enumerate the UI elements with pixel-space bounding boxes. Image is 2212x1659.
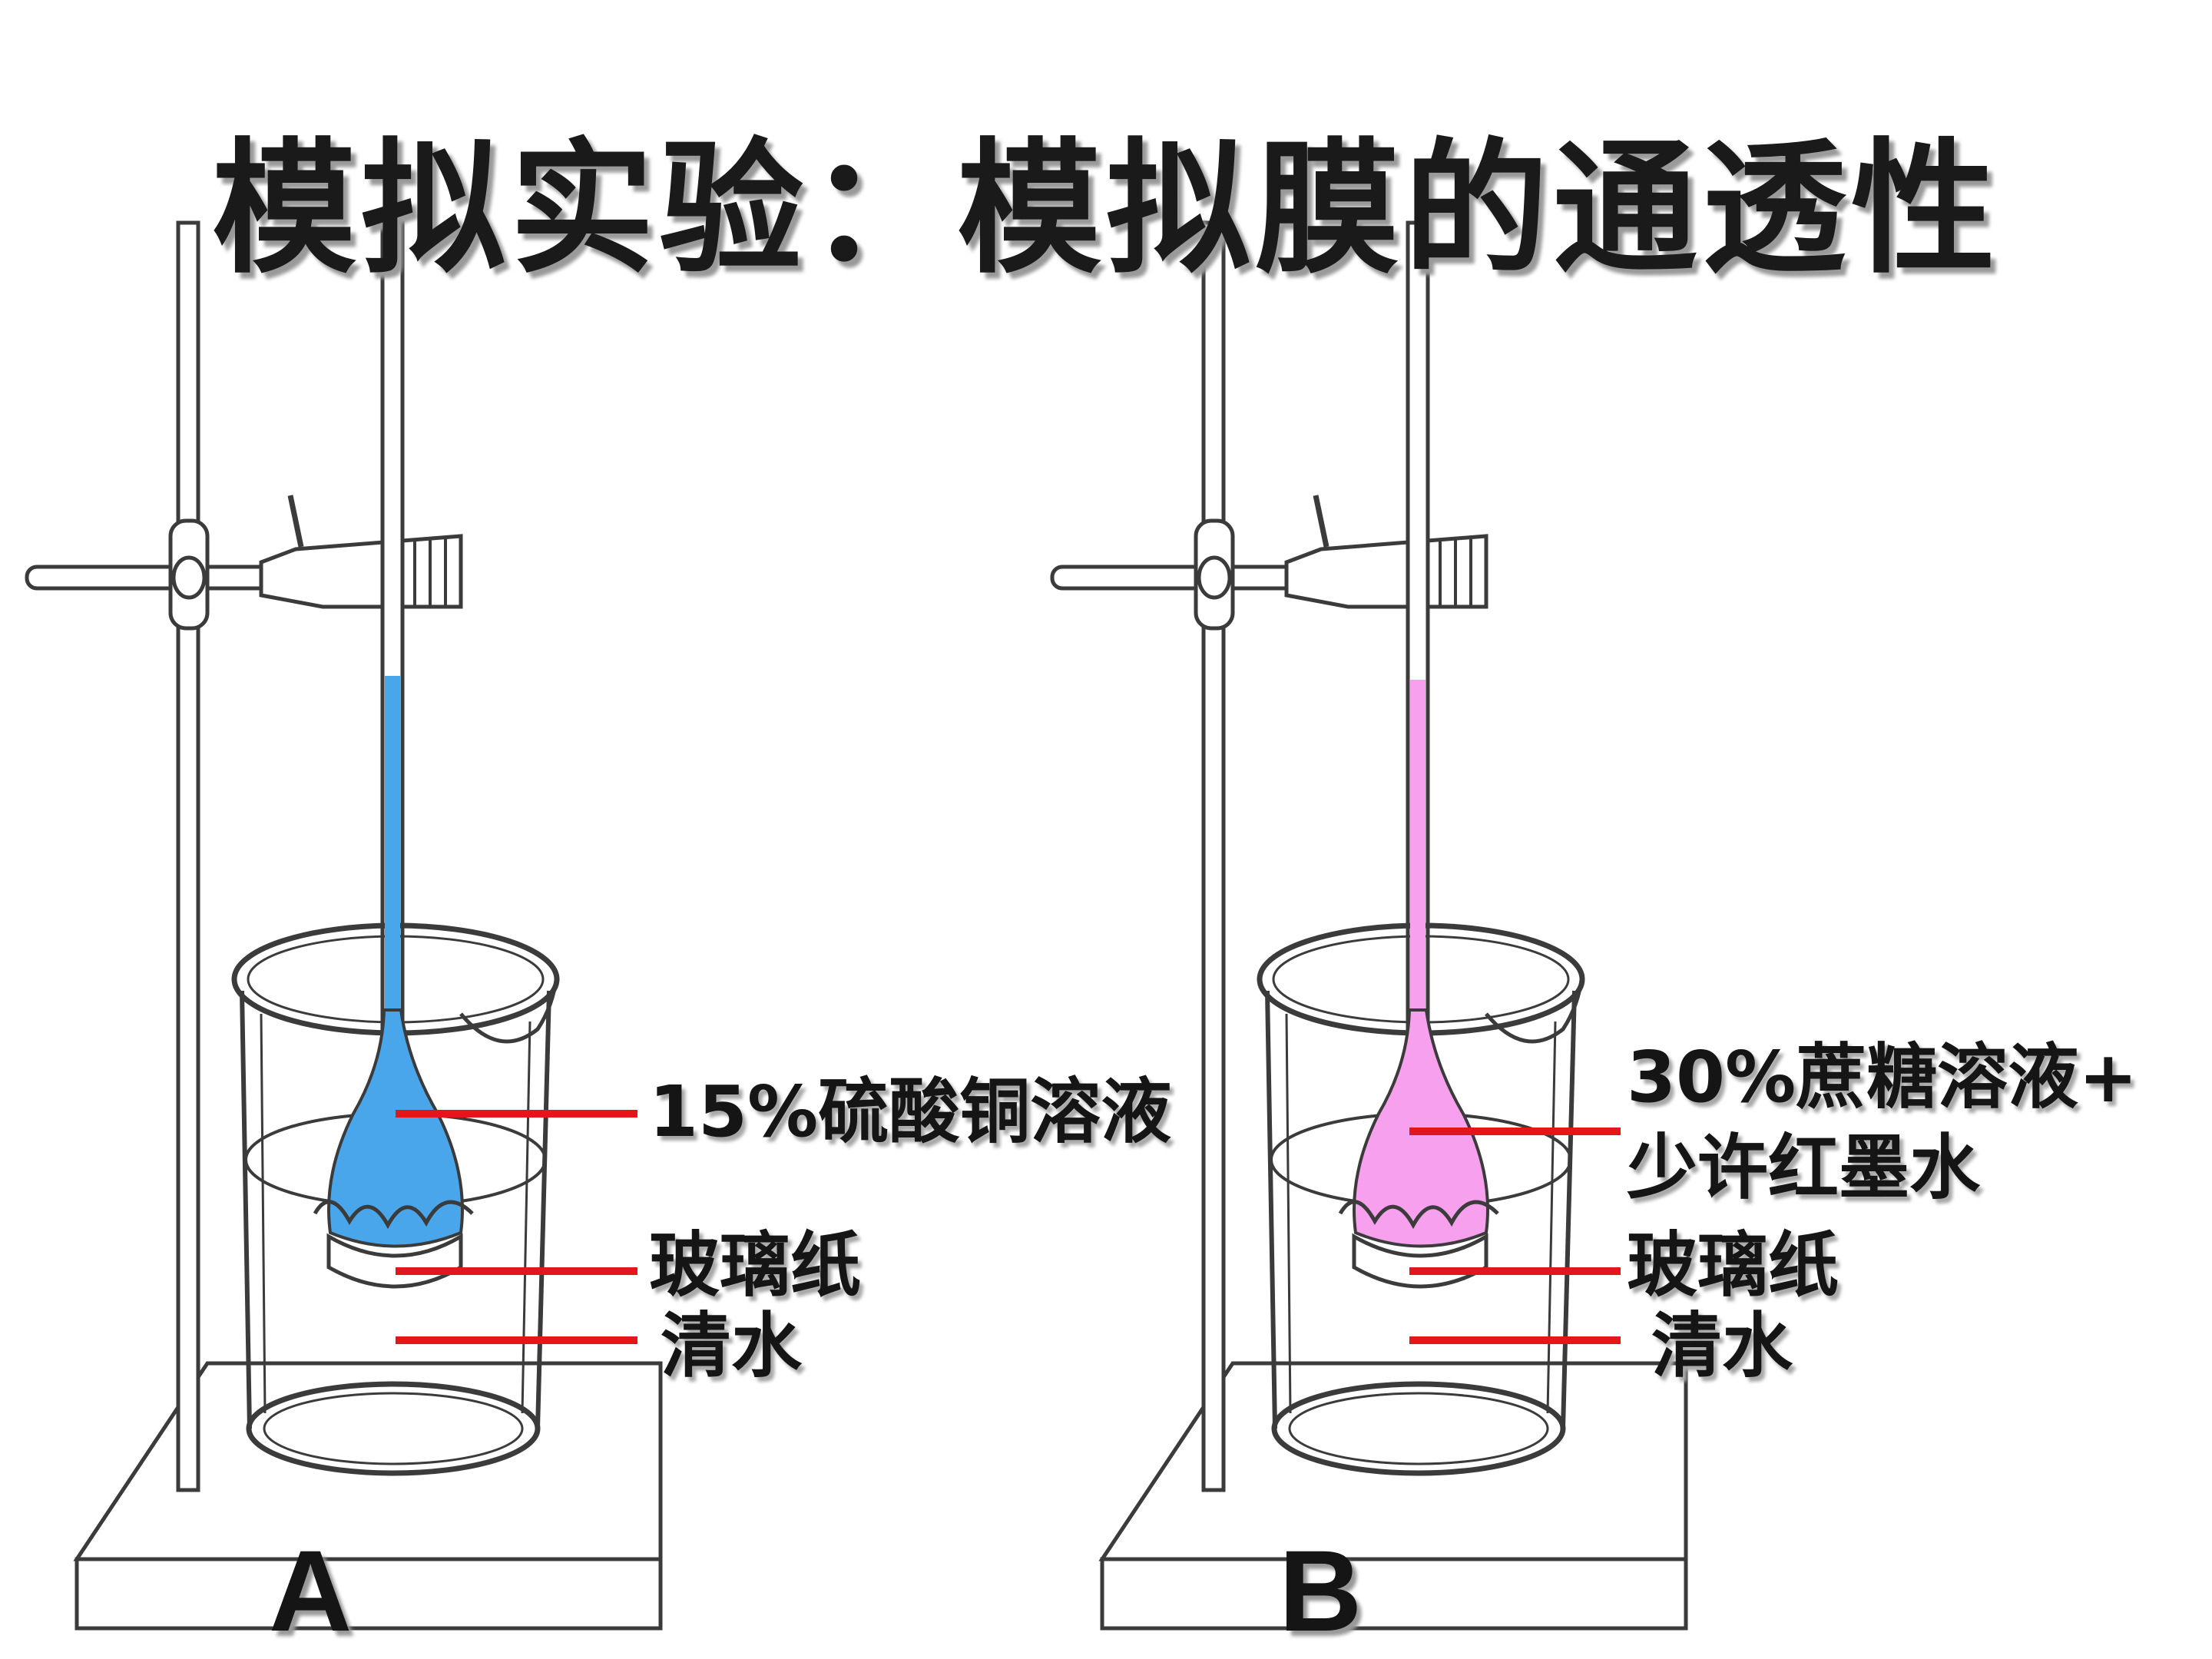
label-b-solution-line2: 少许红墨水 — [1627, 1128, 1980, 1209]
setup-b-letter: B — [1279, 1525, 1362, 1657]
page-title: 模拟实验：模拟膜的通透性 — [0, 92, 2212, 301]
label-b-solution-line1: 30%蔗糖溶液+ — [1627, 1037, 2137, 1118]
label-a-solution: 15%硫酸铜溶液 — [649, 1071, 1171, 1153]
label-b-water: 清水 — [1651, 1306, 1793, 1387]
setup-b-apparatus — [1052, 223, 1686, 1628]
setup-a-letter: A — [269, 1525, 352, 1657]
label-b-membrane: 玻璃纸 — [1627, 1225, 1839, 1306]
label-a-membrane: 玻璃纸 — [649, 1225, 861, 1306]
label-a-water: 清水 — [661, 1306, 802, 1387]
setup-a-apparatus — [27, 223, 661, 1628]
